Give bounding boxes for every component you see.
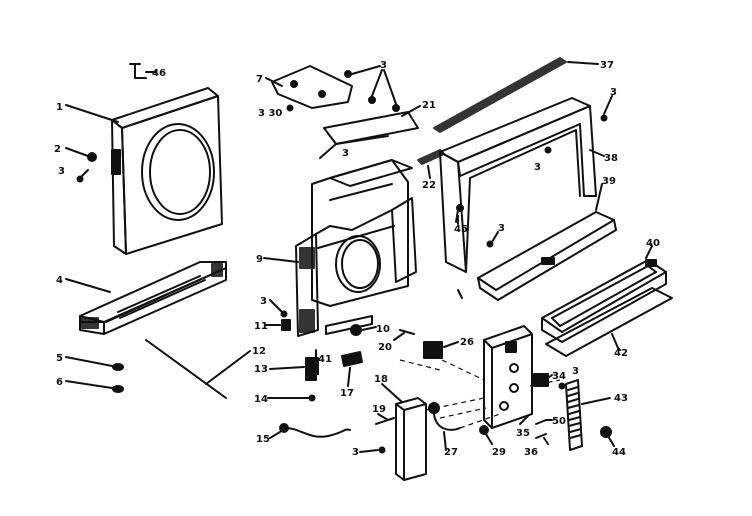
callout-43: 43 xyxy=(614,393,628,404)
callout-42: 42 xyxy=(614,348,628,359)
callout-40: 40 xyxy=(646,238,660,249)
part-11-clip xyxy=(265,319,291,331)
callout-3: 3 xyxy=(498,223,505,234)
part-38-cabinet xyxy=(439,97,605,273)
callout-17: 17 xyxy=(340,388,354,399)
callout-37: 37 xyxy=(600,60,614,71)
part-10-grommet xyxy=(325,315,377,336)
callout-27: 27 xyxy=(444,447,458,458)
callout-10: 10 xyxy=(376,324,390,335)
callout-19: 19 xyxy=(372,404,386,415)
part-19-strap xyxy=(375,413,395,425)
callout-45: 45 xyxy=(454,224,468,235)
callout-38: 38 xyxy=(604,153,618,164)
callout-41: 41 xyxy=(318,354,332,365)
part-7-mount-plate xyxy=(265,65,353,109)
callout-34: 34 xyxy=(552,371,566,382)
part-37-rail xyxy=(433,57,599,133)
part-29-nut xyxy=(479,425,493,445)
wiring-dashed-lines xyxy=(399,359,561,429)
callout-3: 3 xyxy=(58,166,65,177)
callout-44: 44 xyxy=(612,447,626,458)
callout-3: 3 xyxy=(342,148,349,159)
callout-3-30: 3 30 xyxy=(258,108,282,119)
part-3-screws-top xyxy=(286,65,400,112)
part-3-screw-left xyxy=(76,169,89,183)
callout-labels: 46 1 2 3 4 5 6 12 7 3 3 30 21 3 9 3 11 1… xyxy=(54,60,660,458)
part-43-filter-panel xyxy=(565,379,611,451)
part-44-screw xyxy=(600,426,615,447)
part-3-screw-tray xyxy=(457,231,499,299)
part-34-knob xyxy=(533,373,553,387)
callout-26: 26 xyxy=(460,337,474,348)
part-39-tray xyxy=(477,183,617,301)
callout-36: 36 xyxy=(524,447,538,458)
part-9-partition xyxy=(263,159,417,337)
part-27-wire xyxy=(428,402,461,451)
part-45-screw xyxy=(455,204,464,225)
callout-12: 12 xyxy=(252,346,266,357)
part-3-screws-cabinet xyxy=(544,95,613,154)
callout-1: 1 xyxy=(56,102,63,113)
part-15-power-cord xyxy=(269,423,351,439)
callout-3: 3 xyxy=(352,447,359,458)
part-14-screw xyxy=(267,394,316,402)
part-46-bracket xyxy=(129,63,157,79)
callout-3: 3 xyxy=(610,87,617,98)
part-20-screw xyxy=(393,329,415,341)
part-18-capacitor xyxy=(381,383,427,481)
part-13-relay xyxy=(269,357,319,375)
part-50-screw xyxy=(535,419,553,425)
part-2-washer xyxy=(65,147,97,162)
part-35-clip xyxy=(519,415,529,425)
callout-18: 18 xyxy=(374,374,388,385)
part-22-rail xyxy=(417,149,445,179)
callout-46: 46 xyxy=(152,68,166,79)
callout-6: 6 xyxy=(56,377,63,388)
callout-4: 4 xyxy=(56,275,63,286)
callout-14: 14 xyxy=(254,394,268,405)
part-12-rod xyxy=(145,339,251,399)
callout-3: 3 xyxy=(380,60,387,71)
part-5-screw xyxy=(65,356,124,371)
callout-29: 29 xyxy=(492,447,506,458)
part-41-bracket xyxy=(305,349,317,381)
part-3-screw-knob xyxy=(558,382,566,390)
callout-21: 21 xyxy=(422,100,436,111)
callout-50: 50 xyxy=(552,416,566,427)
part-1-front-panel xyxy=(65,87,223,255)
callout-7: 7 xyxy=(256,74,263,85)
callout-13: 13 xyxy=(254,364,268,375)
callout-20: 20 xyxy=(378,342,392,353)
callout-5: 5 xyxy=(56,353,63,364)
callout-11: 11 xyxy=(254,321,268,332)
callout-9: 9 xyxy=(256,254,263,265)
callout-2: 2 xyxy=(54,144,61,155)
part-17-plate xyxy=(341,351,363,387)
part-21-top-cover xyxy=(319,105,421,159)
part-control-bracket xyxy=(483,325,533,429)
callout-3: 3 xyxy=(260,296,267,307)
callout-3: 3 xyxy=(572,366,579,377)
part-3-screw-partition xyxy=(269,299,288,318)
callout-3: 3 xyxy=(534,162,541,173)
callout-22: 22 xyxy=(422,180,436,191)
part-6-screw xyxy=(65,380,124,393)
part-4-base-pan xyxy=(65,261,227,335)
part-36-screw xyxy=(535,433,549,445)
part-42-base-plate xyxy=(545,287,673,357)
part-3-screw-bottom xyxy=(359,446,386,454)
callout-39: 39 xyxy=(602,176,616,187)
part-26-switch xyxy=(423,341,459,359)
callout-35: 35 xyxy=(516,428,530,439)
part-40-drain-pan xyxy=(541,245,667,343)
callout-15: 15 xyxy=(256,434,270,445)
